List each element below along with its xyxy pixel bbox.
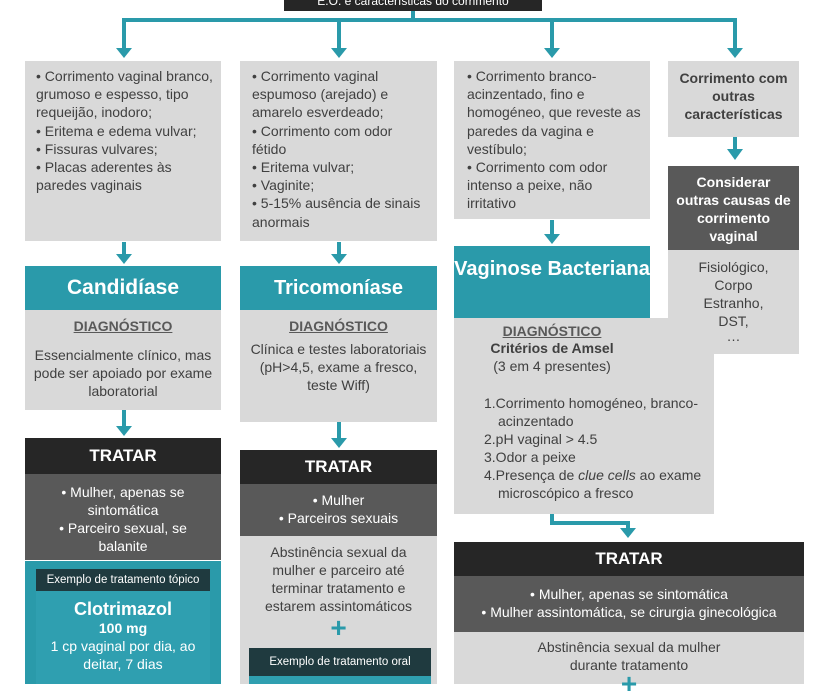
symptom-item: • Corrimento branco-acinzentado, fino e …: [467, 68, 641, 157]
symptom-item: • Fissuras vulvares;: [36, 140, 158, 157]
diagnosis-label: DIAGNÓSTICO: [502, 323, 602, 339]
criteria-title: Critérios de Amsel: [490, 340, 614, 356]
criteria-list: 1.Corrimento homogéneo, branco-acinzenta…: [484, 394, 712, 502]
plus-sign: +: [330, 612, 347, 643]
cause-item: Estranho,: [703, 295, 764, 311]
criteria-item: 4.Presença de clue cells ao exame micros…: [484, 467, 702, 501]
tricomoniase-treat-box: • Mulher • Parceiros sexuais: [240, 484, 437, 536]
example-label-box: Exemplo de tratamento tópico: [36, 569, 210, 591]
vaginose-title: Vaginose Bacteriana: [454, 258, 650, 280]
diagnosis-label: DIAGNÓSTICO: [73, 318, 173, 334]
symptom-item: • Eritema e edema vulvar;: [36, 122, 197, 139]
symptom-item: • Corrimento vaginal branco, grumoso e e…: [36, 68, 213, 121]
diagnosis-text: Clínica e testes laboratoriais (pH>4,5, …: [250, 341, 427, 393]
treat-item: • Mulher, apenas se sintomática: [530, 586, 728, 602]
cause-item: …: [726, 328, 741, 344]
outras-box: Corrimento com outras características: [668, 61, 799, 137]
symptom-item: • Corrimento com odor intenso a peixe, n…: [467, 159, 608, 212]
candidiase-symptoms-box: • Corrimento vaginal branco, grumoso e e…: [25, 61, 221, 241]
symptom-item: • Vaginite;: [252, 177, 315, 194]
tricomoniase-example-label-box: Exemplo de tratamento oral: [249, 648, 431, 676]
plus-sign: +: [620, 668, 638, 699]
candidiase-treat-header: TRATAR: [25, 438, 221, 474]
treat-item: • Parceiro sexual, se balanite: [59, 520, 187, 554]
causes-box: Fisiológico, Corpo Estranho, DST, …: [668, 250, 799, 354]
symptom-item: • Corrimento com odor fétido: [252, 122, 393, 157]
treat-label: TRATAR: [304, 457, 373, 476]
example-label: Exemplo de tratamento oral: [269, 656, 411, 668]
treat-item: • Mulher assintomática, se cirurgia gine…: [481, 604, 777, 620]
header-box: E.O. e características do corrimento: [284, 0, 542, 11]
criteria-item: 3.Odor a peixe: [484, 449, 576, 465]
vaginose-title-box: Vaginose Bacteriana: [454, 246, 650, 318]
cause-item: Corpo: [714, 277, 753, 293]
candidiase-title-box: Candidíase: [25, 266, 221, 310]
candidiase-title: Candidíase: [66, 276, 180, 299]
drug-dose: 100 mg: [98, 620, 148, 636]
treat-item: • Mulher, apenas se sintomática: [61, 484, 185, 518]
vaginose-symptoms-box: • Corrimento branco-acinzentado, fino e …: [454, 61, 650, 219]
tricomoniase-symptoms-box: • Corrimento vaginal espumoso (arejado) …: [240, 61, 437, 241]
criteria-subtitle: (3 em 4 presentes): [493, 358, 611, 374]
diagnosis-text: Essencialmente clínico, mas pode ser apo…: [33, 347, 213, 399]
vaginose-treat-header: TRATAR: [454, 542, 804, 576]
treat-label: TRATAR: [595, 549, 663, 568]
candidiase-treat-box: • Mulher, apenas se sintomática • Parcei…: [25, 474, 221, 560]
outras-title: Corrimento com outras características: [679, 70, 788, 122]
tricomoniase-treat-header: TRATAR: [240, 450, 437, 484]
abstinence-text: Abstinência sexual da mulher e parceiro …: [264, 544, 413, 614]
symptom-item: • 5-15% ausência de sinais anormais: [252, 195, 421, 230]
connector-lines: [116, 10, 743, 538]
criteria-item: 2.pH vaginal > 4.5: [484, 431, 598, 447]
criteria-item: 1.Corrimento homogéneo, branco-acinzenta…: [484, 395, 699, 429]
tricomoniase-title: Tricomoníase: [274, 277, 403, 299]
tricomoniase-example-body: [249, 676, 431, 684]
diagnosis-label: DIAGNÓSTICO: [289, 318, 388, 334]
candidiase-example-box: Exemplo de tratamento tópico Clotrimazol…: [25, 561, 221, 684]
consider-box: Considerar outras causas de corrimento v…: [668, 166, 799, 250]
treat-item: • Mulher: [312, 492, 365, 508]
vaginose-treat-box: • Mulher, apenas se sintomática • Mulher…: [454, 576, 804, 632]
drug-posology: 1 cp vaginal por dia, ao deitar, 7 dias: [50, 638, 196, 672]
candidiase-diagnosis-box: DIAGNÓSTICO Essencialmente clínico, mas …: [25, 310, 221, 410]
tricomoniase-diagnosis-box: DIAGNÓSTICO Clínica e testes laboratoria…: [240, 310, 437, 422]
vaginose-diagnosis-head: DIAGNÓSTICO Critérios de Amsel (3 em 4 p…: [454, 318, 650, 382]
cause-item: Fisiológico,: [698, 259, 769, 275]
symptom-item: • Eritema vulvar;: [252, 159, 355, 176]
header-title: E.O. e características do corrimento: [317, 0, 509, 8]
tricomoniase-title-box: Tricomoníase: [240, 266, 437, 310]
abstinence-text: Abstinência sexual da mulher durante tra…: [537, 639, 721, 673]
example-body: Clotrimazol 100 mg 1 cp vaginal por dia,…: [36, 591, 210, 684]
vaginose-abstinence-box: Abstinência sexual da mulher durante tra…: [454, 632, 804, 698]
consider-text: Considerar outras causas de corrimento v…: [676, 174, 791, 244]
treat-item: • Parceiros sexuais: [278, 510, 399, 526]
drug-name: Clotrimazol: [73, 599, 172, 619]
example-label: Exemplo de tratamento tópico: [46, 574, 200, 586]
treat-label: TRATAR: [89, 446, 157, 465]
symptom-item: • Placas aderentes às paredes vaginais: [36, 159, 172, 194]
symptom-item: • Corrimento vaginal espumoso (arejado) …: [252, 68, 389, 121]
cause-item: DST,: [718, 313, 749, 329]
